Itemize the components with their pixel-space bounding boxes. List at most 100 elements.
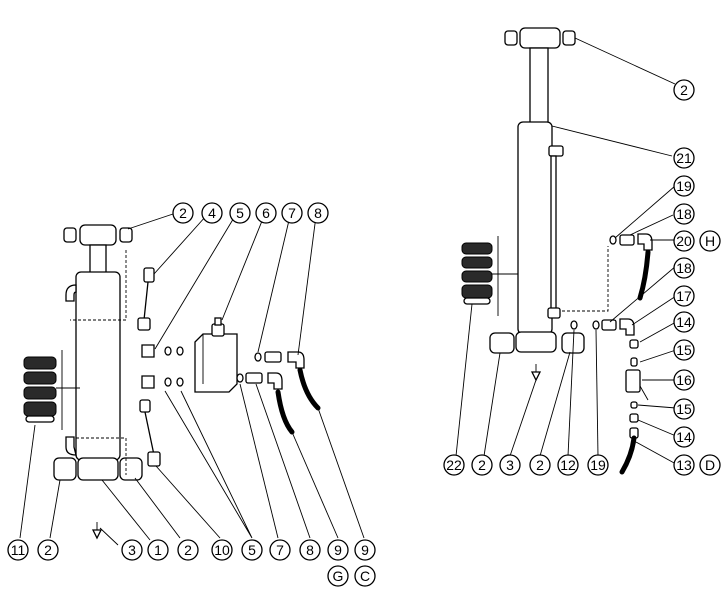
callout-right-15-top: 15	[673, 339, 695, 361]
svg-text:18: 18	[676, 206, 692, 222]
callout-left-3: 3	[121, 539, 143, 561]
svg-text:7: 7	[276, 542, 284, 558]
left-upper-pipe-fitting-bottom	[137, 317, 151, 331]
svg-text:20: 20	[676, 233, 692, 249]
left-upper-o-ring-2	[176, 346, 184, 356]
callout-right-20: 20	[673, 230, 695, 252]
left-upper-pipe	[137, 281, 149, 323]
callout-left-7-bottom: 7	[269, 539, 291, 561]
left-lower-pipe-fitting-top	[139, 399, 151, 413]
callout-left-8-bottom: 8	[299, 539, 321, 561]
callout-right-h: H	[699, 230, 721, 252]
right-top-cross-tube	[519, 27, 561, 49]
svg-text:17: 17	[676, 288, 692, 304]
callout-left-c: C	[354, 565, 376, 587]
svg-text:2: 2	[536, 457, 544, 473]
callout-right-16: 16	[673, 369, 695, 391]
right-upper-hose	[637, 249, 651, 301]
callout-right-17: 17	[673, 285, 695, 307]
left-bottom-port-fitting	[65, 436, 77, 456]
right-upper-seal-19	[609, 235, 617, 245]
svg-text:19: 19	[676, 178, 692, 194]
callout-right-22: 22	[443, 454, 465, 476]
callout-right-19-bottom: 19	[587, 454, 609, 476]
right-lower-hose-13	[619, 435, 637, 475]
svg-text:19: 19	[590, 457, 606, 473]
callout-right-d: D	[699, 454, 721, 476]
svg-text:16: 16	[676, 372, 692, 388]
svg-text:2: 2	[44, 542, 52, 558]
left-lower-hose	[275, 389, 295, 435]
callout-right-2-top: 2	[673, 79, 695, 101]
left-upper-adapter-8	[264, 351, 282, 363]
left-lower-pipe	[144, 411, 155, 456]
left-seal-kit	[23, 356, 57, 423]
left-upper-hose-end	[287, 351, 305, 369]
callout-left-2-top: 2	[172, 202, 194, 224]
callout-left-5-bottom: 5	[241, 539, 263, 561]
svg-text:15: 15	[676, 401, 692, 417]
right-callouts: 2 21 19 18 20 H 18 17 14 15 16 15 14 13 …	[443, 79, 721, 476]
callout-right-18-top: 18	[673, 203, 695, 225]
svg-text:10: 10	[214, 542, 230, 558]
right-grease-nipple	[530, 371, 542, 382]
svg-text:8: 8	[306, 542, 314, 558]
svg-text:18: 18	[676, 260, 692, 276]
left-upper-seal-7	[254, 352, 262, 362]
left-lower-seal-7	[236, 373, 244, 383]
left-upper-o-ring-1	[164, 346, 172, 356]
callout-right-15-bottom: 15	[673, 398, 695, 420]
left-lower-pipe-fitting-bottom	[147, 451, 161, 467]
left-lower-adapter-8	[245, 372, 263, 384]
left-lower-o-ring-1	[164, 377, 172, 387]
callout-left-9-g: 9	[327, 539, 349, 561]
right-cylinder-assembly	[455, 27, 677, 475]
callout-right-14-top: 14	[673, 311, 695, 333]
left-lower-o-ring-2	[176, 377, 184, 387]
right-adapter-18	[601, 319, 617, 331]
left-bottom-bushing-left	[53, 457, 77, 481]
left-piston-rod	[89, 244, 107, 274]
svg-text:15: 15	[676, 342, 692, 358]
left-grease-nipple	[91, 529, 103, 540]
left-cylinder-assembly	[19, 213, 365, 546]
right-fitting-15-top	[630, 357, 638, 367]
callout-left-4: 4	[201, 202, 223, 224]
left-upper-hose	[297, 367, 321, 411]
left-top-cross-tube	[79, 224, 117, 246]
right-upper-hose-end-20	[637, 233, 653, 251]
right-valve-16	[625, 369, 641, 393]
svg-text:D: D	[705, 457, 715, 473]
left-cylinder-barrel	[75, 271, 121, 461]
left-lower-elbow	[141, 375, 155, 389]
callout-left-2-br: 2	[177, 539, 199, 561]
svg-text:2: 2	[179, 205, 187, 221]
right-cylinder-barrel	[517, 121, 553, 335]
right-fitting-15-bottom	[630, 401, 638, 409]
right-seal-19	[592, 320, 600, 330]
callout-right-18-mid: 18	[673, 257, 695, 279]
right-elbow-17	[619, 318, 635, 336]
callout-right-12: 12	[557, 454, 579, 476]
svg-text:7: 7	[288, 205, 296, 221]
svg-text:2: 2	[478, 457, 486, 473]
svg-text:14: 14	[676, 314, 692, 330]
svg-text:5: 5	[248, 542, 256, 558]
right-bottom-cross-tube	[515, 331, 557, 353]
right-side-tube	[550, 155, 557, 313]
svg-text:6: 6	[262, 205, 270, 221]
svg-text:C: C	[360, 568, 370, 584]
left-upper-pipe-fitting-top	[143, 267, 155, 283]
callout-left-2-bl: 2	[37, 539, 59, 561]
callout-left-7-top: 7	[281, 202, 303, 224]
callout-left-8-top: 8	[307, 202, 329, 224]
callout-right-2-bl: 2	[471, 454, 493, 476]
left-valve-cartridge	[211, 323, 225, 337]
svg-text:3: 3	[128, 542, 136, 558]
svg-text:9: 9	[334, 542, 342, 558]
callout-right-21: 21	[673, 147, 695, 169]
left-top-port-fitting	[65, 284, 77, 302]
left-top-bushing-right	[119, 227, 133, 243]
svg-text:22: 22	[446, 457, 462, 473]
left-valve-cap	[214, 317, 222, 326]
